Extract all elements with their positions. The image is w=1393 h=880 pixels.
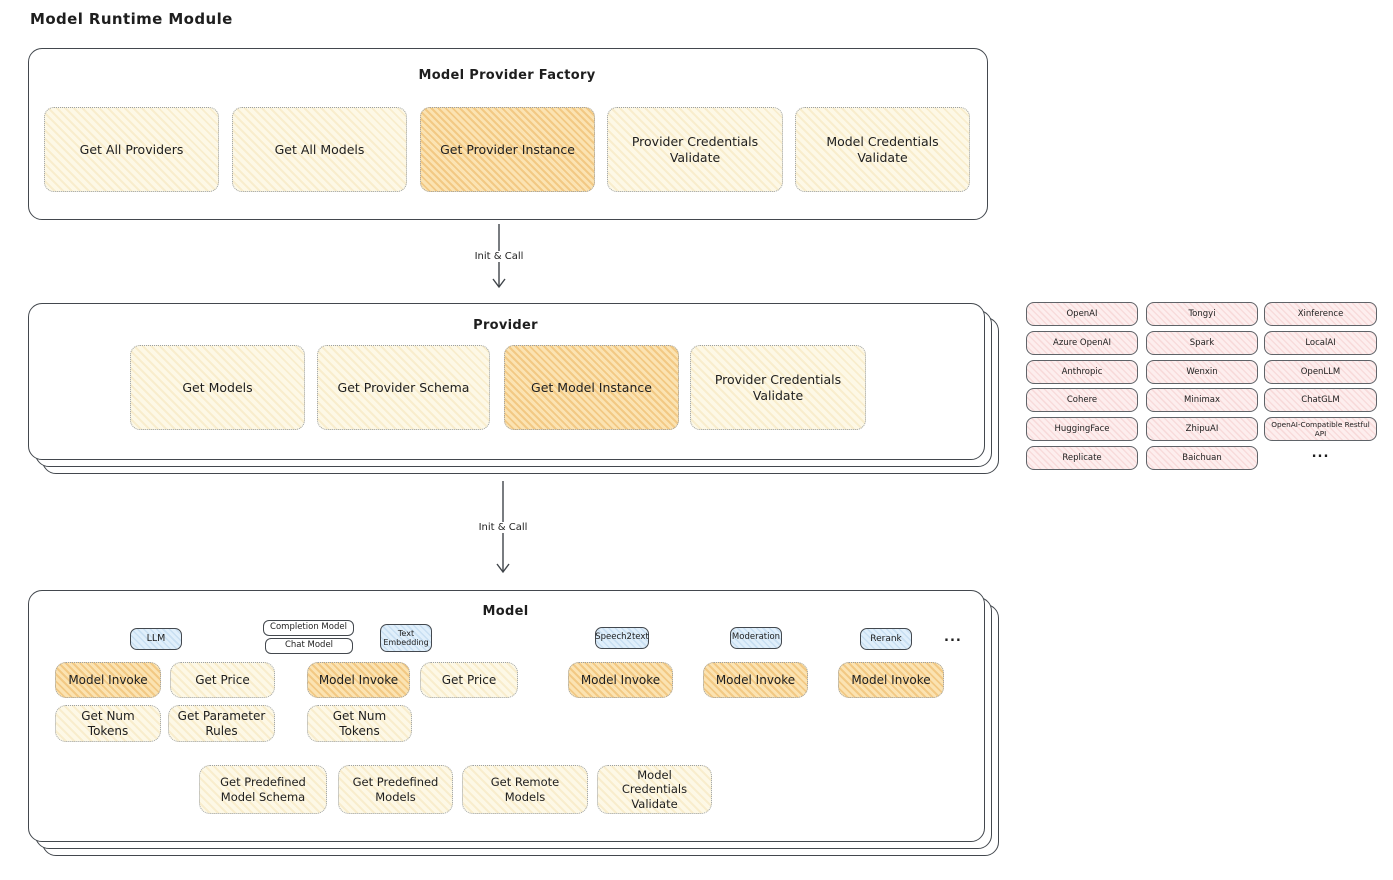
node-get-num-tokens-text-embedding: Get Num Tokens <box>307 705 412 742</box>
node-get-remote-models: Get Remote Models <box>462 765 588 814</box>
provider-pill-minimax: Minimax <box>1146 388 1258 412</box>
node-get-model-instance: Get Model Instance <box>504 345 679 430</box>
tag-text-embedding: Text Embedding <box>380 624 432 652</box>
node-model-credentials-validate: Model Credentials Validate <box>795 107 970 192</box>
provider-pill-spark: Spark <box>1146 331 1258 355</box>
tag-llm: LLM <box>130 628 182 650</box>
arrow-label-init-call-1: Init & Call <box>470 251 528 262</box>
provider-pill-baichuan: Baichuan <box>1146 446 1258 470</box>
node-provider-credentials-validate-2: Provider Credentials Validate <box>690 345 866 430</box>
node-get-provider-schema: Get Provider Schema <box>317 345 490 430</box>
node-get-predefined-models: Get Predefined Models <box>338 765 453 814</box>
provider-pill-tongyi: Tongyi <box>1146 302 1258 326</box>
provider-title: Provider <box>473 318 538 333</box>
node-get-models: Get Models <box>130 345 305 430</box>
page-title: Model Runtime Module <box>30 10 233 28</box>
node-get-num-tokens-llm: Get Num Tokens <box>55 705 161 742</box>
factory-title: Model Provider Factory <box>418 68 596 83</box>
provider-pill-xinference: Xinference <box>1264 302 1377 326</box>
provider-pill-openai: OpenAI <box>1026 302 1138 326</box>
node-model-invoke-llm: Model Invoke <box>55 662 161 698</box>
tags-more-ellipsis: ... <box>944 630 962 645</box>
node-get-parameter-rules: Get Parameter Rules <box>168 705 275 742</box>
node-provider-credentials-validate: Provider Credentials Validate <box>607 107 783 192</box>
tag-completion-model: Completion Model <box>263 620 354 636</box>
provider-pill-replicate: Replicate <box>1026 446 1138 470</box>
provider-pill-openllm: OpenLLM <box>1264 360 1377 384</box>
node-model-invoke-moderation: Model Invoke <box>703 662 808 698</box>
provider-pill-huggingface: HuggingFace <box>1026 417 1138 441</box>
provider-pill-zhipuai: ZhipuAI <box>1146 417 1258 441</box>
node-get-provider-instance: Get Provider Instance <box>420 107 595 192</box>
node-model-credentials-validate-model: Model Credentials Validate <box>597 765 712 814</box>
providers-more-ellipsis: ... <box>1311 446 1330 461</box>
model-title: Model <box>482 604 529 619</box>
node-model-invoke-text-embedding: Model Invoke <box>307 662 410 698</box>
arrow-label-init-call-2: Init & Call <box>474 522 532 533</box>
node-model-invoke-rerank: Model Invoke <box>838 662 944 698</box>
node-get-all-providers: Get All Providers <box>44 107 219 192</box>
node-get-predefined-model-schema: Get Predefined Model Schema <box>199 765 327 814</box>
tag-rerank: Rerank <box>860 628 912 650</box>
node-get-all-models: Get All Models <box>232 107 407 192</box>
node-model-invoke-speech2text: Model Invoke <box>568 662 673 698</box>
provider-pill-cohere: Cohere <box>1026 388 1138 412</box>
tag-chat-model: Chat Model <box>265 638 353 654</box>
provider-pill-openai-compatible-restful-api: OpenAI-Compatible Restful API <box>1264 417 1377 441</box>
node-get-price-text-embedding: Get Price <box>420 662 518 698</box>
provider-pill-anthropic: Anthropic <box>1026 360 1138 384</box>
tag-speech2text: Speech2text <box>595 627 649 649</box>
provider-pill-wenxin: Wenxin <box>1146 360 1258 384</box>
provider-pill-localai: LocalAI <box>1264 331 1377 355</box>
node-get-price-llm: Get Price <box>170 662 275 698</box>
provider-pill-azure-openai: Azure OpenAI <box>1026 331 1138 355</box>
tag-moderation: Moderation <box>730 627 782 649</box>
provider-pill-chatglm: ChatGLM <box>1264 388 1377 412</box>
